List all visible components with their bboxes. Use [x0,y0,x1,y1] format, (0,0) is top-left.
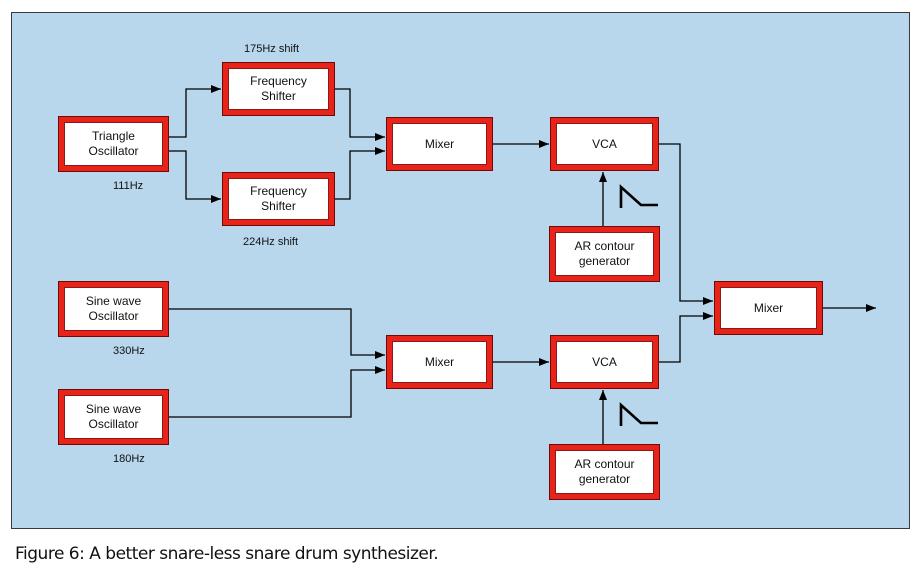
mixer-final-block: Mixer [714,281,823,335]
sine2-frequency-label: 180Hz [113,453,145,465]
block-label: AR contour [574,457,635,471]
block-label: Triangle [92,129,135,143]
block-label: Shifter [261,89,296,103]
block-label: Sine wave [85,402,142,416]
block-label: generator [578,254,631,268]
block-label: Mixer [424,136,455,151]
block-label: Mixer [424,354,455,369]
wire-vca-bottom-to-final-mixer [658,312,713,363]
vca-bottom-block: VCA [550,335,659,389]
wire-sine1-to-mixer-bottom [168,308,385,359]
block-label: Frequency [250,74,307,88]
block-label: Oscillator [88,144,139,158]
envelope-icon-bottom [619,402,658,426]
block-label: Shifter [261,199,296,213]
block-label: VCA [592,354,617,369]
block-label: Frequency [250,184,307,198]
shift-label-bottom: 224Hz shift [243,236,299,248]
mixer-top-block: Mixer [386,117,493,171]
sine1-frequency-label: 330Hz [113,345,145,357]
vca-top-block: VCA [550,117,659,171]
triangle-frequency-label: 111Hz [113,180,144,192]
wire-shifter-bottom-to-mixer [334,147,385,200]
envelope-icon-top [619,184,658,208]
wire-vca-top-to-final-mixer [658,143,713,305]
figure-caption: Figure 6: A better snare-less snare drum… [15,544,439,564]
shift-label-top: 175Hz shift [244,43,300,55]
block-label: Mixer [753,300,784,315]
wire-sine2-to-mixer-bottom [168,366,385,418]
block-label: Sine wave [85,294,142,308]
block-label: generator [578,472,631,486]
wire-tri-to-shifter-bottom [168,150,221,203]
mixer-bottom-block: Mixer [386,335,493,389]
block-label: Oscillator [88,417,139,431]
block-label: Oscillator [88,309,139,323]
block-label: VCA [592,136,617,151]
wire-tri-to-shifter-top [168,85,221,138]
block-label: AR contour [574,239,635,253]
wire-shifter-top-to-mixer [334,88,385,141]
